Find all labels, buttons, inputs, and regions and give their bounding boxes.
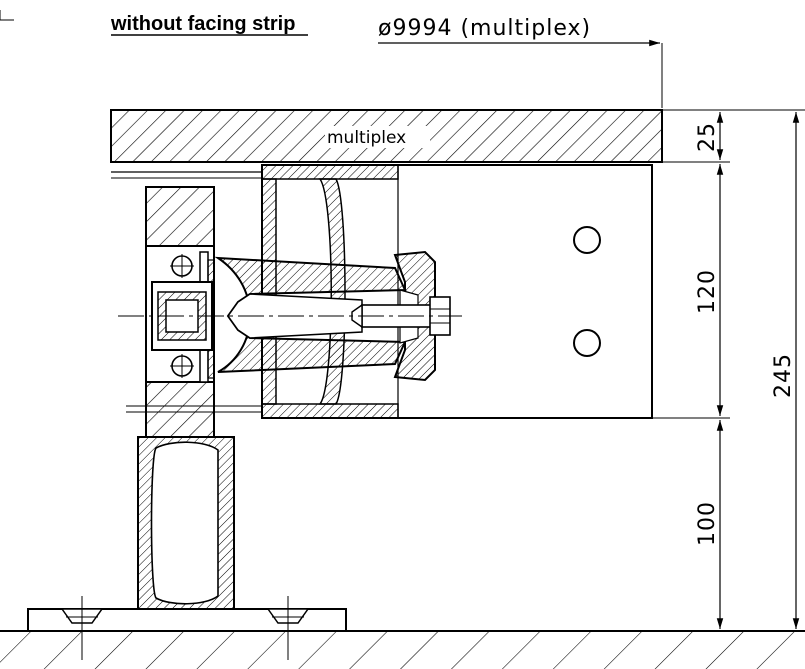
dim-25-label: 25 bbox=[695, 122, 720, 152]
dim-120-label: 120 bbox=[695, 269, 720, 314]
dim-100-label: 100 bbox=[695, 501, 720, 546]
diameter-label: ø9994 (multiplex) bbox=[378, 16, 591, 41]
support-channel-hollow bbox=[150, 441, 219, 605]
floor bbox=[0, 631, 805, 669]
multiplex-label: multiplex bbox=[327, 128, 406, 148]
dim-245-label: 245 bbox=[771, 353, 796, 398]
drawing-title: without facing strip bbox=[110, 13, 295, 35]
web-hole-top bbox=[573, 226, 601, 254]
beam-flange-top bbox=[261, 164, 399, 180]
bolt-tip bbox=[351, 303, 363, 329]
web-hole-bottom bbox=[573, 329, 601, 357]
multiplex-label-bg bbox=[325, 126, 430, 148]
beam-flange-bottom bbox=[261, 403, 399, 419]
